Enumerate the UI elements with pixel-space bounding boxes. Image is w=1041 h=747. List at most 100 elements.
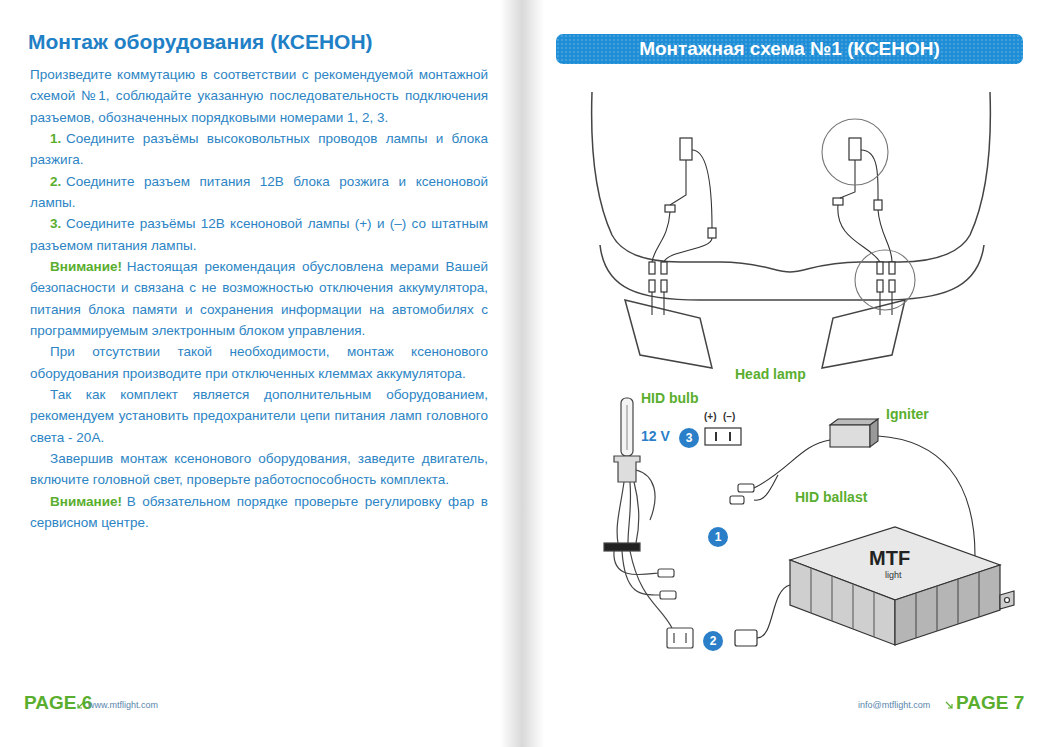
pin [729,432,731,441]
pin [685,633,686,643]
node-text: 3 [686,431,693,445]
wire [757,585,790,638]
footer-arrow [946,702,952,708]
wire [754,440,830,488]
wire [878,210,892,262]
connector-icon [877,280,883,292]
power-socket-symbol [705,428,741,445]
connector-icon [889,280,895,292]
part-label: HID bulb [641,390,699,406]
connector-icon [661,280,667,292]
wire [664,238,712,262]
wire [838,205,880,262]
connector-icon [889,262,895,274]
wire [861,150,878,200]
wire [840,160,855,198]
step-number: 2. [50,174,66,189]
paragraph: 1.Соедините разъёмы высоковольтных прово… [30,128,488,171]
warning-label: Внимание! [50,494,127,509]
brand-logo: light [885,570,902,580]
hid-bulb-glass [621,398,633,456]
connector-icon [708,228,716,238]
page-fold [500,0,544,747]
connector-icon [665,205,675,212]
node-text: 2 [710,634,717,648]
bullet-connector [738,484,754,492]
instruction-text: Произведите коммутацию в соответствии с … [30,67,488,125]
page-number: PAGE 7 [956,692,1024,714]
cooling-fins [916,572,979,638]
paragraph: При отсутствии такой необходимости, монт… [30,341,488,384]
wire [692,150,712,228]
wire [622,551,660,595]
connector-icon [877,262,883,274]
polarity-label: (–) [723,411,735,422]
xenon-bulb-icon [849,138,861,160]
part-label: Igniter [886,406,929,422]
igniter-box [830,425,870,447]
voltage-label: 12 V [641,428,670,444]
xenon-bulb-icon [680,138,692,160]
warning-label: Внимание! [50,259,127,274]
page-number: PAGE 6 [24,692,92,714]
paragraph: 2.Соедините разъем питания 12В блока роз… [30,171,488,214]
paragraph: 3.Соедините разъёмы 12В ксеноновой лампы… [30,213,488,256]
pin [673,633,674,643]
bulb-electrode [626,405,627,450]
website: www.mtflight.com [88,700,158,710]
wire [652,292,664,315]
bullet-connector [658,569,674,577]
bullet-connector [730,496,744,504]
callout-number: 3 [679,428,699,448]
instruction-text: Так как комплект является дополнительным… [30,387,488,445]
igniter-side [870,419,878,447]
wire [670,160,686,205]
headlamp-housing [625,300,712,368]
ballast-side [790,560,895,645]
cooling-fins [811,568,874,637]
connector-icon [661,262,667,274]
callout-number: 1 [708,527,728,547]
wire [636,470,655,520]
mounting-ear [1000,591,1014,609]
polarity-label: (+) [704,411,717,422]
power-connector [667,628,693,648]
ballast-side [895,565,1000,645]
body-text-column: Произведите коммутацию в соответствии с … [30,64,488,533]
mounting-hole [1005,598,1010,603]
wire [754,475,778,500]
node-text: 1 [715,530,722,544]
paragraph: Произведите коммутацию в соответствии с … [30,64,488,128]
page-title: Монтаж оборудования (КСЕНОН) [28,30,373,54]
connector-icon [649,280,655,292]
wire [617,482,639,543]
email: info@mtflight.com [858,700,930,710]
power-plug [735,630,757,646]
grommet [604,543,640,551]
step-number: 3. [50,216,66,231]
hid-bulb-base [614,456,640,482]
bumper-outline [600,245,984,300]
paragraph: Завершив монтаж ксенонового оборудования… [30,448,488,491]
header-band: Монтажная схема №1 (КСЕНОН) [556,34,1023,64]
step-number: 1. [50,131,66,146]
wire [652,212,670,262]
bullet-connector [660,591,676,599]
car-body-outline [592,92,991,272]
detail-circle [855,250,915,310]
instruction-text: Соедините разъем питания 12В блока розжи… [30,174,488,210]
instruction-text: Соедините разъёмы 12В ксеноновой лампы (… [30,216,488,252]
wire [880,292,892,315]
instruction-text: Соедините разъёмы высоковольтных проводо… [30,131,488,167]
instruction-text: Завершив монтаж ксенонового оборудования… [30,451,488,487]
connector-icon [874,200,882,210]
paragraph: Так как комплект является дополнительным… [30,384,488,448]
paragraph: Внимание!В обязательном порядке проверьт… [30,491,488,534]
connector-icon [833,198,843,205]
node-text: Монтажная схема №1 (КСЕНОН) [639,38,940,60]
part-label: HID ballast [795,489,867,505]
callout-number: 2 [703,631,723,651]
brand-logo: MTF [869,547,910,570]
detail-circle [822,119,888,185]
pin [715,432,717,441]
